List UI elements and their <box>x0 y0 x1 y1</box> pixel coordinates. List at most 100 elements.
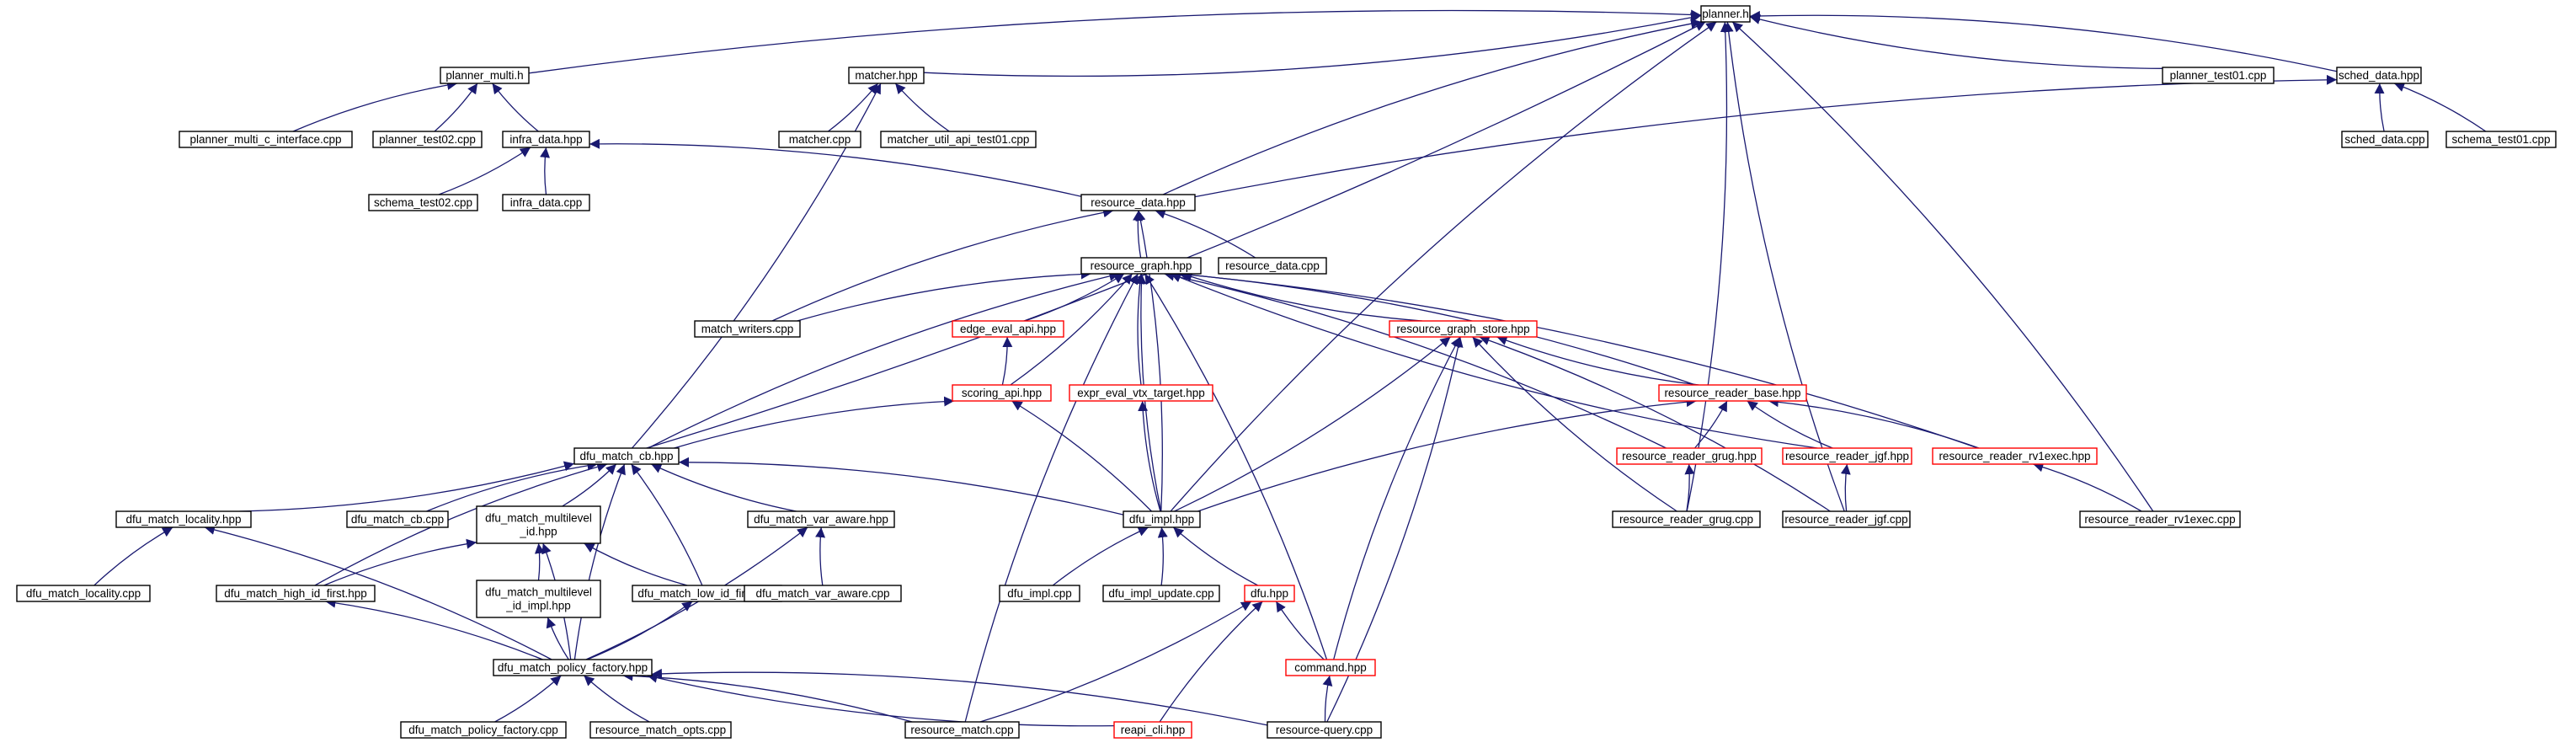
node-label: infra_data.cpp <box>510 196 583 209</box>
edge-schema_test01-to-sched_data_hpp <box>2393 82 2487 132</box>
edge-resource_reader_jgf_hpp-to-resource_graph_hpp <box>1170 272 1818 449</box>
node-command-hpp[interactable]: command.hpp <box>1285 659 1376 676</box>
node-resource-query-cpp[interactable]: resource-query.cpp <box>1267 721 1382 739</box>
node-label: matcher.hpp <box>855 69 917 82</box>
edge-planner_multi_c_interface-to-planner_multi_h <box>292 80 458 132</box>
node-box <box>2341 131 2429 148</box>
node-box <box>1080 257 1202 275</box>
edge-resource_reader_grug_hpp-to-resource_graph_hpp <box>1164 270 1667 449</box>
node-dfu-impl-hpp[interactable]: dfu_impl.hpp <box>1123 510 1201 528</box>
node-dfu-match-multilevel-id-hpp[interactable]: dfu_match_multilevel_id.hpp <box>476 505 601 544</box>
node-resource-reader-jgf-cpp[interactable]: resource_reader_jgf.cpp <box>1782 510 1911 528</box>
node-infra-data-cpp[interactable]: infra_data.cpp <box>502 194 590 211</box>
node-resource-match-cpp[interactable]: resource_match.cpp <box>904 721 1020 739</box>
edge-planner_test02-to-planner_multi_h <box>434 83 478 132</box>
node-dfu-match-multilevel-id-impl[interactable]: dfu_match_multilevel_id_impl.hpp <box>476 580 601 618</box>
node-resource-reader-grug-cpp[interactable]: resource_reader_grug.cpp <box>1612 510 1761 528</box>
edge-dfu_match_high_id_first-to-dfu_match_multilevel_id_hpp <box>323 538 477 586</box>
edge-dfu_match_var_aware_cpp-to-dfu_match_var_aware_hpp <box>815 526 826 586</box>
node-box <box>493 659 653 676</box>
node-label: resource_reader_rv1exec.cpp <box>2084 513 2235 526</box>
edge-resource_reader_jgf_cpp-to-planner_h <box>1723 21 1845 512</box>
node-resource-graph-store[interactable]: resource_graph_store.hpp <box>1389 320 1538 338</box>
edge-resource_reader_rv1exec_hpp-to-resource_reader_base <box>1768 397 1980 449</box>
node-box <box>476 580 601 618</box>
edge-dfu_hpp-to-dfu_impl_hpp <box>1172 526 1259 586</box>
node-planner-test02[interactable]: planner_test02.cpp <box>372 131 483 148</box>
node-box <box>1658 384 1807 402</box>
node-matcher-util-api-test01[interactable]: matcher_util_api_test01.cpp <box>880 131 1037 148</box>
node-label: dfu_impl.hpp <box>1129 513 1194 526</box>
node-resource-data-cpp[interactable]: resource_data.cpp <box>1218 257 1327 275</box>
edge-matcher_util_api_test01-to-matcher_hpp <box>894 83 950 132</box>
node-match-writers[interactable]: match_writers.cpp <box>694 320 801 338</box>
edge-dfu_impl_hpp-to-dfu_match_cb_hpp <box>678 457 1124 516</box>
node-label: dfu_match_low_id_first.hpp <box>637 587 776 600</box>
edge-resource_reader_grug_hpp-to-resource_reader_base <box>1694 400 1728 449</box>
edge-resource_reader_jgf_cpp-to-resource_reader_jgf_hpp <box>1840 463 1851 512</box>
edge-dfu_match_policy_factory_hpp-to-dfu_match_cb_hpp <box>573 463 626 660</box>
node-label: dfu_match_cb.cpp <box>351 513 444 526</box>
node-scoring-api[interactable]: scoring_api.hpp <box>952 384 1052 402</box>
node-expr-eval-vtx-target[interactable]: expr_eval_vtx_target.hpp <box>1069 384 1213 402</box>
node-edge-eval-api[interactable]: edge_eval_api.hpp <box>952 320 1064 338</box>
edge-dfu_match_locality_hpp-to-dfu_match_cb_hpp <box>239 461 575 512</box>
node-resource-graph-hpp[interactable]: resource_graph.hpp <box>1080 257 1202 275</box>
edge-dfu_match_high_id_first-to-dfu_match_cb_hpp <box>314 462 608 586</box>
node-planner-test01[interactable]: planner_test01.cpp <box>2162 67 2275 84</box>
node-schema-test02[interactable]: schema_test02.cpp <box>368 194 478 211</box>
edge-infra_data_hpp-to-planner_multi_h <box>492 83 539 132</box>
edge-resource_reader_rv1exec_cpp-to-resource_reader_rv1exec_hpp <box>2033 462 2142 512</box>
node-box <box>476 505 601 544</box>
edge-resource_query_cpp-to-dfu_match_policy_factory_hpp <box>651 668 1268 726</box>
edge-resource_match_cpp-to-resource_graph_hpp <box>964 273 1139 723</box>
node-resource-reader-grug-hpp[interactable]: resource_reader_grug.hpp <box>1616 447 1763 465</box>
node-label: dfu_match_var_aware.cpp <box>755 587 889 600</box>
node-matcher-hpp[interactable]: matcher.hpp <box>848 67 925 84</box>
node-box <box>368 194 478 211</box>
node-box <box>1782 510 1911 528</box>
node-dfu-match-var-aware-hpp[interactable]: dfu_match_var_aware.hpp <box>747 510 895 528</box>
node-box <box>589 721 732 739</box>
node-resource-match-opts[interactable]: resource_match_opts.cpp <box>589 721 732 739</box>
node-label: dfu_match_high_id_first.hpp <box>224 587 367 600</box>
node-resource-reader-base[interactable]: resource_reader_base.hpp <box>1658 384 1807 402</box>
node-box <box>1616 447 1763 465</box>
edge-dfu_match_policy_factory_hpp-to-dfu_match_low_id_first <box>586 601 693 660</box>
node-dfu-match-var-aware-cpp[interactable]: dfu_match_var_aware.cpp <box>744 585 902 602</box>
node-sched-data-hpp[interactable]: sched_data.hpp <box>2336 67 2422 84</box>
node-planner-h[interactable]: planner.h <box>1700 5 1751 23</box>
node-resource-reader-jgf-hpp[interactable]: resource_reader_jgf.hpp <box>1782 447 1912 465</box>
node-box <box>216 585 376 602</box>
node-label: resource_reader_rv1exec.hpp <box>1939 450 2090 462</box>
node-resource-reader-rv1exec-hpp[interactable]: resource_reader_rv1exec.hpp <box>1932 447 2098 465</box>
node-dfu-match-locality-cpp[interactable]: dfu_match_locality.cpp <box>16 585 151 602</box>
node-planner-multi-c-interface[interactable]: planner_multi_c_interface.cpp <box>179 131 353 148</box>
node-reapi-cli[interactable]: reapi_cli.hpp <box>1113 721 1192 739</box>
node-dfu-match-high-id-first[interactable]: dfu_match_high_id_first.hpp <box>216 585 376 602</box>
node-dfu-match-policy-factory-cpp[interactable]: dfu_match_policy_factory.cpp <box>400 721 567 739</box>
node-dfu-impl-cpp[interactable]: dfu_impl.cpp <box>999 585 1080 602</box>
node-infra-data-hpp[interactable]: infra_data.hpp <box>502 131 590 148</box>
node-dfu-hpp[interactable]: dfu.hpp <box>1244 585 1295 602</box>
node-box <box>999 585 1080 602</box>
node-dfu-match-policy-factory-hpp[interactable]: dfu_match_policy_factory.hpp <box>493 659 653 676</box>
node-resource-data-hpp[interactable]: resource_data.hpp <box>1080 194 1196 211</box>
node-dfu-match-cb-hpp[interactable]: dfu_match_cb.hpp <box>573 447 680 465</box>
node-matcher-cpp[interactable]: matcher.cpp <box>778 131 861 148</box>
node-dfu-match-cb-cpp[interactable]: dfu_match_cb.cpp <box>346 510 449 528</box>
edge-reapi_cli-to-dfu_match_policy_factory_hpp <box>647 672 1115 727</box>
node-resource-reader-rv1exec-cpp[interactable]: resource_reader_rv1exec.cpp <box>2079 510 2241 528</box>
node-box <box>115 510 252 528</box>
node-label: edge_eval_api.hpp <box>960 323 1056 335</box>
node-dfu-match-locality-hpp[interactable]: dfu_match_locality.hpp <box>115 510 252 528</box>
edge-resource_match_cpp-to-dfu_match_policy_factory_hpp <box>622 671 913 723</box>
node-label: resource_graph.hpp <box>1091 259 1192 272</box>
node-sched-data-cpp[interactable]: sched_data.cpp <box>2341 131 2429 148</box>
edge-dfu_match_policy_factory_hpp-to-dfu_match_multilevel_id_impl <box>546 617 569 660</box>
edge-resource_data_hpp-to-planner_h <box>1162 19 1702 195</box>
node-box <box>502 194 590 211</box>
node-planner-multi-h[interactable]: planner_multi.h <box>440 67 530 84</box>
node-schema-test01[interactable]: schema_test01.cpp <box>2445 131 2557 148</box>
node-dfu-impl-update-cpp[interactable]: dfu_impl_update.cpp <box>1102 585 1220 602</box>
